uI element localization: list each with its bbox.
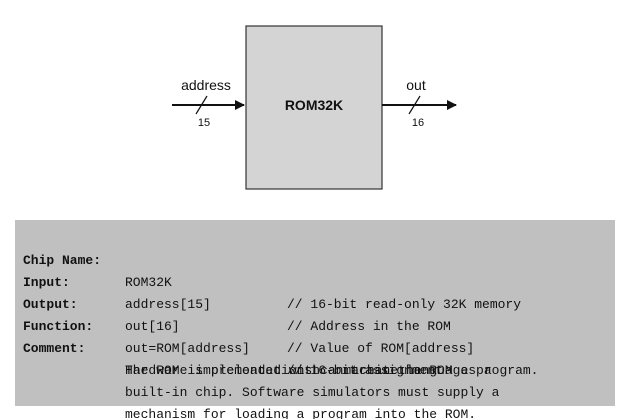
spec-row: Function: out=ROM[address] // 16-bit ass… (23, 294, 615, 378)
spec-comment: // Address in the ROM (287, 319, 451, 334)
address-bus-width: 15 (198, 117, 210, 129)
spec-comment: // 16-bit assignment (287, 363, 444, 378)
spec-key: Comment: (23, 341, 86, 356)
out-bus-width: 16 (412, 117, 424, 129)
spec-value: out[16] (125, 319, 180, 334)
out-bus-slash (408, 95, 421, 115)
spec-value: ROM32K (125, 275, 172, 290)
spec-comment: // Value of ROM[address] (287, 341, 475, 356)
chip-name-label: ROM32K (285, 97, 343, 113)
spec-row: built-in chip. Software simulators must … (23, 360, 615, 400)
chip-spec-box: Chip Name: ROM32K // 16-bit read-only 32… (15, 220, 615, 419)
chip-diagram: ROM32K address 15 out 16 (172, 25, 457, 190)
spec-row: mechanism for loading a program into the… (23, 382, 615, 419)
spec-row: Hardware implementations can treat the R… (23, 338, 615, 378)
spec-key: Output: (23, 297, 78, 312)
out-pin-label: out (406, 77, 426, 93)
address-bus-slash (195, 95, 208, 115)
spec-row: Input: address[15] // Address in the ROM (23, 250, 615, 334)
spec-value: out=ROM[address] (125, 341, 250, 356)
spec-comment-text: The ROM is preloaded with a machine lang… (125, 363, 539, 378)
address-pin-label: address (181, 77, 231, 93)
spec-key: Function: (23, 319, 94, 334)
spec-value: address[15] (125, 297, 211, 312)
spec-comment: // 16-bit read-only 32K memory (287, 297, 522, 312)
spec-comment-text: built-in chip. Software simulators must … (125, 385, 500, 400)
spec-comment-text: Hardware implementations can treat the R… (125, 363, 492, 378)
spec-key: Chip Name: (23, 253, 102, 268)
spec-comment-text: mechanism for loading a program into the… (125, 407, 477, 419)
spec-key: Input: (23, 275, 70, 290)
chip-body (245, 25, 383, 190)
spec-row: Chip Name: ROM32K // 16-bit read-only 32… (23, 228, 615, 312)
spec-row: Output: out[16] // Value of ROM[address] (23, 272, 615, 356)
spec-row: Comment: The ROM is preloaded with a mac… (23, 316, 615, 378)
